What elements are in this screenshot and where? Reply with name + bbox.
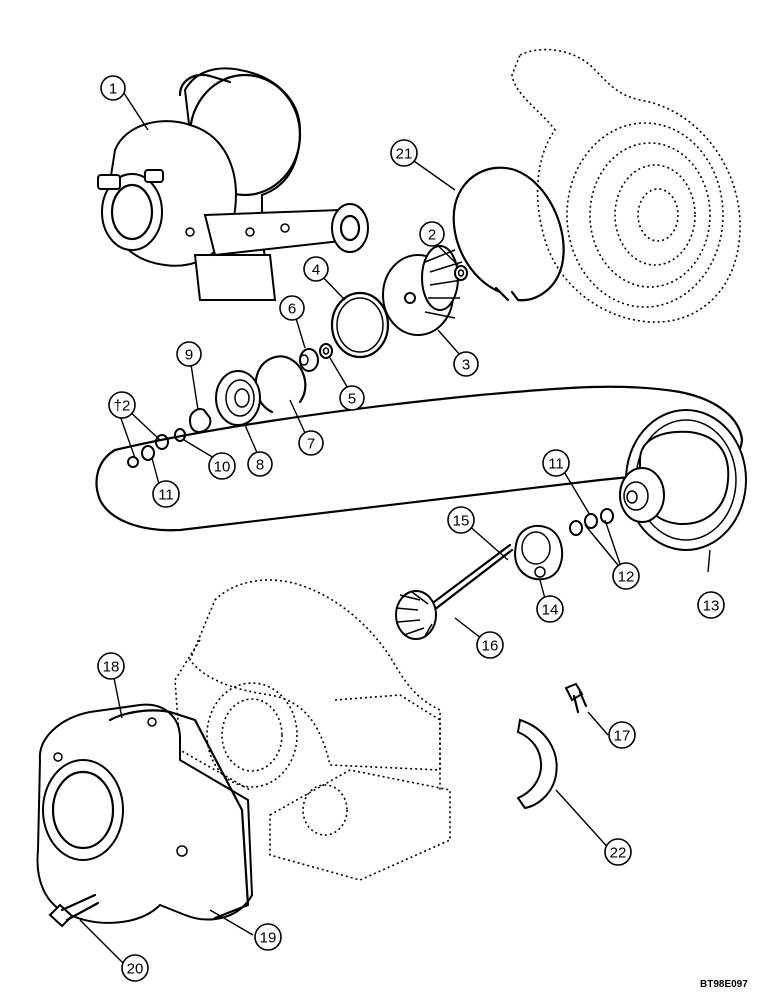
- svg-text:16: 16: [482, 638, 499, 655]
- bearing-insert: [215, 370, 261, 426]
- kit-grouping-outline: [95, 385, 744, 532]
- compressor-nut: [454, 265, 468, 281]
- callout-12-right: 12: [612, 562, 640, 590]
- svg-text:14: 14: [542, 602, 559, 619]
- callout-18: 18: [97, 652, 125, 680]
- svg-text:1: 1: [109, 81, 117, 98]
- drawing-code: BT98E097: [700, 979, 748, 990]
- callout-5: 5: [339, 385, 365, 411]
- thrust-collar-ring-hole: [322, 347, 330, 355]
- callout-17: 17: [608, 721, 636, 749]
- callout-11-left: 11: [152, 480, 180, 508]
- compressor-wheel: [382, 245, 463, 336]
- callout-22: 22: [604, 838, 632, 866]
- washer-right: [569, 520, 583, 536]
- svg-text:20: 20: [127, 961, 144, 978]
- seal-ring-left: [127, 456, 139, 468]
- svg-text:3: 3: [462, 357, 470, 374]
- turbine-seal-plate: [514, 525, 564, 581]
- callout-6: 6: [279, 295, 305, 321]
- turbine-housing-outline: [174, 579, 451, 881]
- svg-text:21: 21: [396, 146, 413, 163]
- svg-text:17: 17: [614, 728, 631, 745]
- thrust-bearing: [188, 408, 212, 434]
- svg-text:15: 15: [453, 513, 470, 530]
- svg-text:5: 5: [348, 391, 356, 408]
- callout-16: 16: [476, 631, 504, 659]
- large-retaining-ring: [452, 166, 565, 302]
- svg-text:11: 11: [158, 487, 174, 504]
- thrust-collar-ring: [319, 343, 333, 359]
- svg-text:2: 2: [428, 227, 436, 244]
- callout-12-left: †2: [108, 391, 136, 419]
- callout-2: 2: [419, 221, 445, 247]
- clamp-bolt: [564, 682, 588, 714]
- callout-15: 15: [447, 506, 475, 534]
- o-ring-large: [330, 291, 390, 359]
- svg-text:19: 19: [260, 930, 277, 947]
- snap-ring-small: [254, 355, 307, 414]
- thrust-collar: [299, 348, 319, 372]
- callout-4: 4: [303, 256, 329, 282]
- callout-1: 1: [100, 75, 126, 101]
- outlet-bolt: [48, 893, 100, 928]
- seal-ring-right: [600, 508, 614, 524]
- turbine-wheel-shaft: [395, 543, 514, 640]
- callout-7: 7: [298, 430, 324, 456]
- svg-text:9: 9: [185, 347, 193, 364]
- svg-text:12: 12: [618, 569, 635, 586]
- clamp-plate: [516, 718, 558, 810]
- svg-text:8: 8: [256, 457, 264, 474]
- nut-left: [141, 445, 155, 461]
- svg-text:13: 13: [703, 598, 720, 615]
- callout-11-right: 11: [542, 449, 570, 477]
- svg-text:6: 6: [288, 301, 296, 318]
- callout-3: 3: [453, 351, 479, 377]
- turbocharger-assembly: [97, 67, 369, 301]
- outlet-gasket: [108, 709, 250, 920]
- svg-text:7: 7: [307, 436, 315, 453]
- callout-13: 13: [697, 591, 725, 619]
- callout-9: 9: [176, 341, 202, 367]
- svg-text:22: 22: [610, 845, 627, 862]
- svg-text:18: 18: [103, 659, 120, 676]
- svg-text:10: 10: [214, 459, 231, 476]
- o-ring-large-inner: [336, 297, 384, 353]
- svg-text:4: 4: [312, 262, 320, 279]
- callout-19: 19: [254, 923, 282, 951]
- turbine-outlet-elbow: [36, 703, 254, 924]
- callout-10: 10: [208, 452, 236, 480]
- callout-20: 20: [121, 954, 149, 982]
- compressor-housing-outline: [511, 48, 741, 323]
- callout-14: 14: [536, 595, 564, 623]
- svg-text:†2: †2: [114, 398, 131, 415]
- nut-right: [584, 513, 598, 529]
- svg-text:11: 11: [548, 456, 564, 473]
- bearing-housing: [619, 409, 747, 551]
- callout-8: 8: [247, 451, 273, 477]
- callout-21: 21: [390, 139, 418, 167]
